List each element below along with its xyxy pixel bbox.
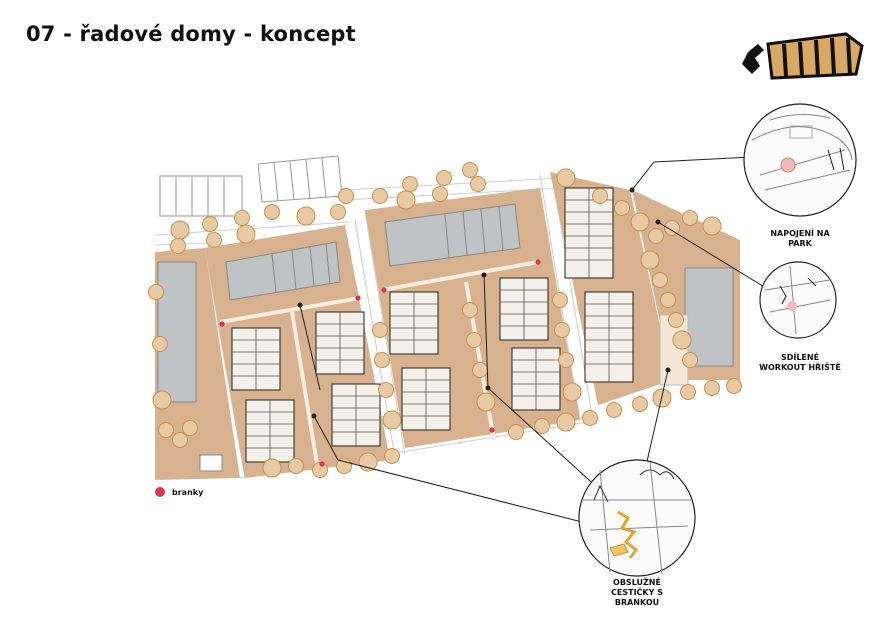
tree — [206, 232, 222, 248]
detail-service-paths — [578, 459, 696, 577]
callout-line: BRANKOU — [614, 598, 660, 607]
callout-label-workout: SDÍLENÉ WORKOUT HŘIŠTĚ — [755, 353, 845, 373]
tree — [374, 352, 390, 368]
legend: branky — [155, 487, 203, 497]
tree — [382, 410, 402, 430]
tree — [614, 200, 630, 216]
tree — [702, 216, 722, 236]
tree — [592, 188, 608, 204]
detail-workout — [759, 261, 837, 339]
left-block — [155, 248, 240, 480]
tree — [472, 362, 488, 378]
gate-marker-icon — [155, 487, 165, 497]
existing-buildings — [159, 155, 343, 217]
trees — [148, 162, 742, 478]
tree — [672, 330, 692, 350]
tree — [152, 390, 172, 410]
tree — [648, 228, 664, 244]
tree — [402, 176, 418, 192]
tree — [172, 432, 188, 448]
gates — [219, 259, 541, 467]
tree — [640, 250, 660, 270]
detail-park-connection — [743, 103, 857, 217]
callout-line: WORKOUT HŘIŠTĚ — [759, 363, 841, 372]
tree — [384, 448, 400, 464]
tree — [396, 190, 416, 210]
tree — [170, 238, 186, 254]
tree — [462, 302, 478, 318]
tree — [264, 204, 280, 220]
tree — [630, 212, 650, 232]
tree — [358, 452, 378, 472]
keymap-logo — [742, 32, 864, 80]
page-title: 07 - řadové domy - koncept — [26, 22, 356, 46]
tree — [158, 422, 174, 438]
service-paths — [219, 260, 539, 471]
tree — [462, 162, 478, 178]
rowhouse-divisions — [232, 188, 633, 462]
tree — [372, 188, 388, 204]
tree — [236, 224, 256, 244]
tree — [170, 220, 190, 240]
tree — [508, 424, 524, 440]
tree — [148, 284, 164, 300]
tree — [682, 210, 698, 226]
tree — [726, 378, 742, 394]
legend-label: branky — [172, 487, 204, 497]
tree — [470, 176, 486, 192]
tree — [296, 206, 316, 226]
callout-leaders — [297, 156, 767, 523]
tree — [288, 458, 304, 474]
tree — [632, 396, 648, 412]
callout-line: OBSLUŽNÉ — [613, 578, 661, 587]
tree — [556, 412, 576, 432]
tree — [680, 384, 696, 400]
tree — [652, 272, 668, 288]
tree — [202, 216, 218, 232]
tree — [668, 312, 684, 328]
tree — [182, 420, 198, 436]
tree — [336, 458, 352, 474]
tree — [582, 410, 598, 426]
tree — [556, 168, 576, 188]
tree — [466, 332, 482, 348]
tree — [664, 220, 680, 236]
tree — [704, 380, 720, 396]
tree — [558, 352, 574, 368]
tree — [562, 382, 582, 402]
callout-line: SDÍLENÉ — [780, 353, 820, 362]
callout-label-park: NAPOJENÍ NA PARK — [760, 229, 840, 249]
tree — [432, 186, 448, 202]
callout-line: CESTIČKY S — [611, 588, 663, 597]
tree — [330, 204, 346, 220]
tree — [552, 292, 568, 308]
tree — [606, 402, 622, 418]
tree — [378, 382, 394, 398]
tree — [234, 210, 250, 226]
tree — [554, 322, 570, 338]
tree — [660, 292, 676, 308]
tree — [262, 458, 282, 478]
callout-line: PARK — [788, 239, 812, 248]
tree — [152, 336, 168, 352]
tree — [476, 392, 496, 412]
tree — [534, 418, 550, 434]
tree — [682, 352, 698, 368]
tree — [338, 188, 354, 204]
tree — [436, 170, 452, 186]
callout-line: NAPOJENÍ NA — [770, 229, 830, 238]
tree — [372, 322, 388, 338]
callout-label-service-paths: OBSLUŽNÉ CESTIČKY S BRANKOU — [598, 578, 676, 608]
